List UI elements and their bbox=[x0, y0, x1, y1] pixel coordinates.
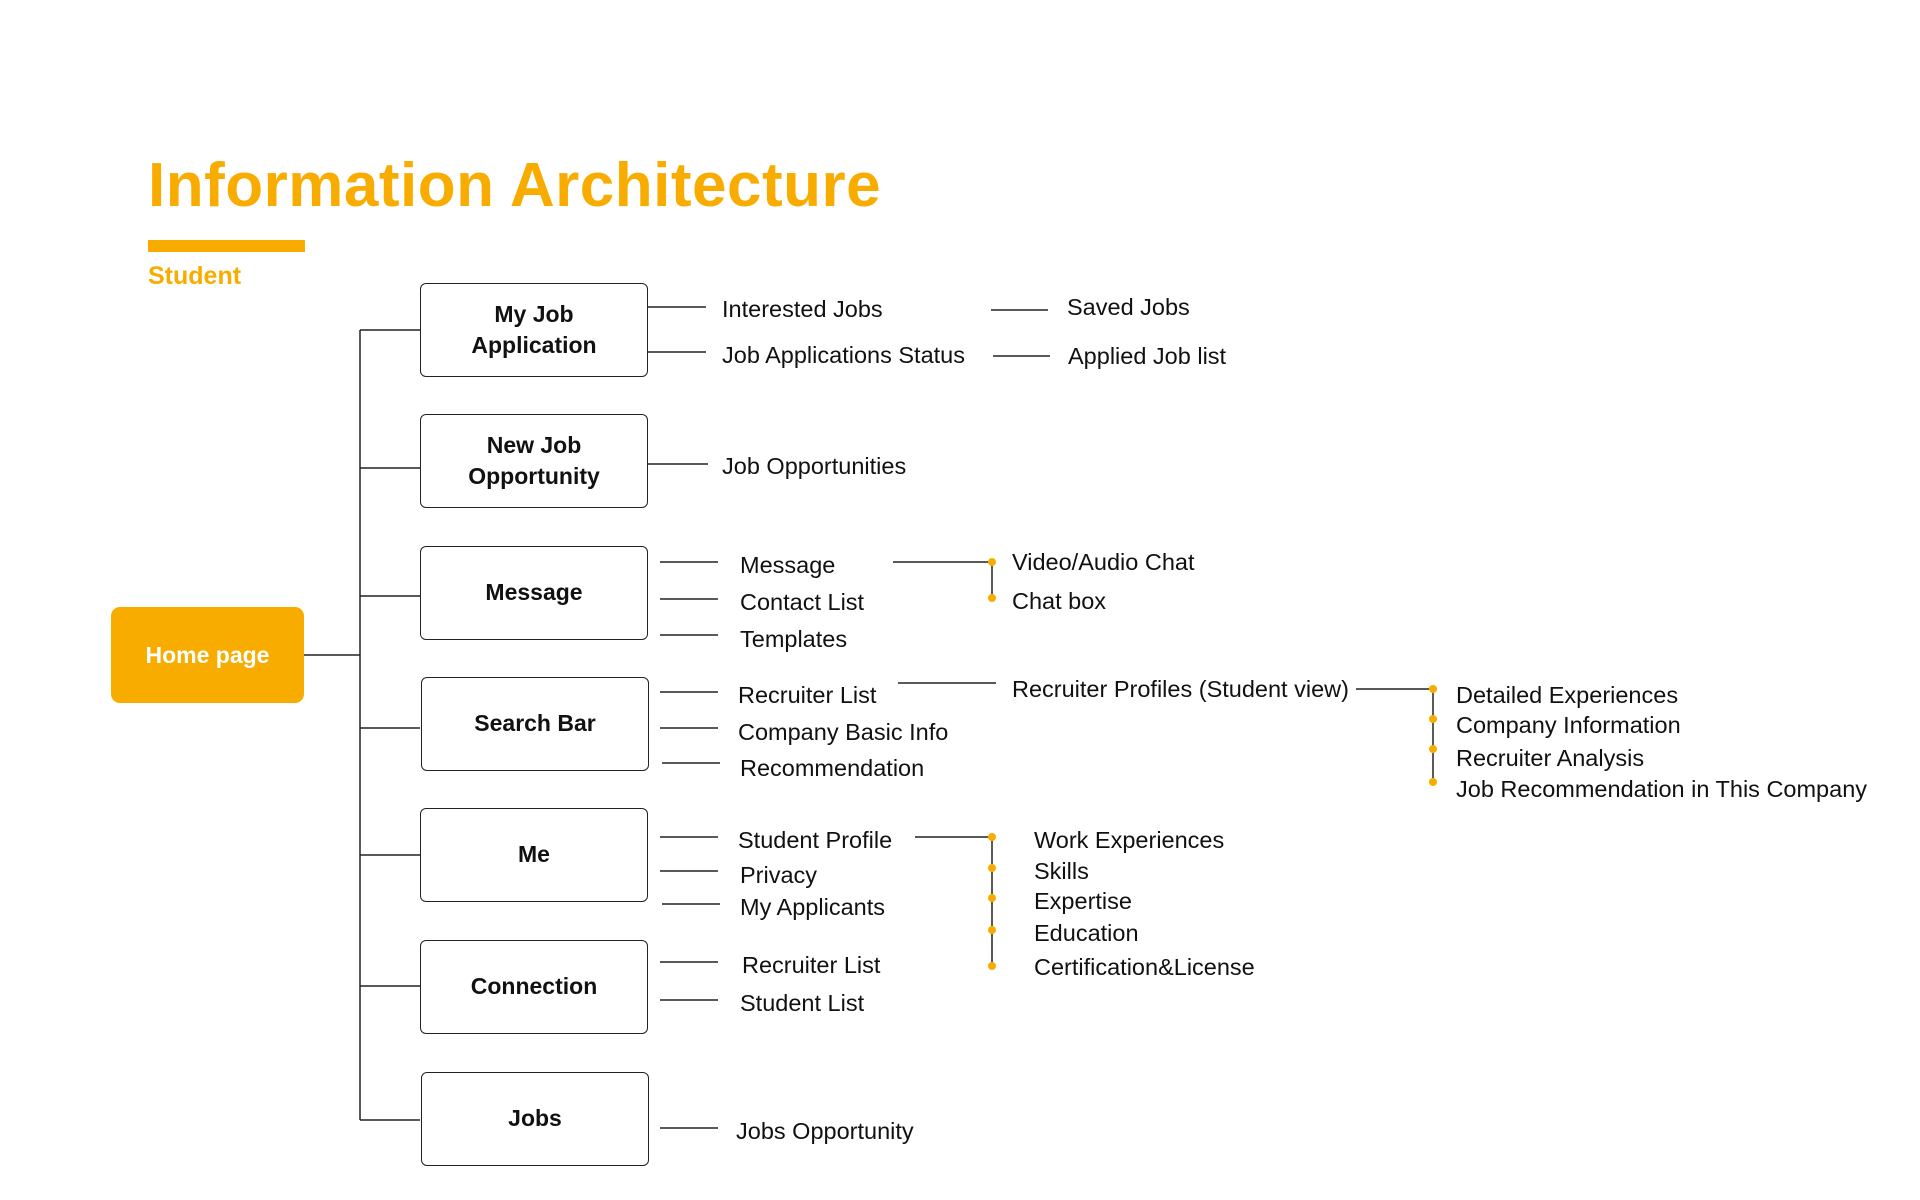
new-job-opportunity-label-line2: Opportunity bbox=[468, 463, 600, 489]
applied-job-list-label: Applied Job list bbox=[1068, 343, 1227, 369]
my-job-application-node: My Job Application bbox=[420, 283, 648, 377]
jobs-opportunity-label: Jobs Opportunity bbox=[736, 1118, 914, 1144]
search-bar-node-label: Search Bar bbox=[474, 710, 596, 737]
me-node-label: Me bbox=[518, 841, 550, 868]
certification-license-label: Certification&License bbox=[1034, 954, 1255, 980]
message-item-label: Message bbox=[740, 552, 836, 578]
skills-label: Skills bbox=[1034, 858, 1089, 884]
home-page-node: Home page bbox=[111, 607, 304, 703]
jobs-node-label: Jobs bbox=[508, 1105, 562, 1132]
recommendation-label: Recommendation bbox=[740, 755, 925, 781]
job-applications-status-label: Job Applications Status bbox=[722, 342, 965, 368]
jobs-node: Jobs bbox=[421, 1072, 649, 1166]
detailed-experiences-label: Detailed Experiences bbox=[1456, 682, 1679, 708]
company-information-label: Company Information bbox=[1456, 712, 1681, 738]
message-node: Message bbox=[420, 546, 648, 640]
connection-node-label: Connection bbox=[470, 973, 598, 1000]
job-recommendation-label: Job Recommendation in This Company bbox=[1456, 776, 1868, 802]
expertise-label: Expertise bbox=[1034, 888, 1132, 914]
work-experiences-label: Work Experiences bbox=[1034, 827, 1225, 853]
new-job-opportunity-label-line1: New Job bbox=[486, 431, 582, 458]
my-applicants-label: My Applicants bbox=[740, 894, 885, 920]
home-page-label: Home page bbox=[145, 641, 270, 668]
recruiter-profiles-label: Recruiter Profiles (Student view) bbox=[1012, 676, 1349, 702]
student-list-label: Student List bbox=[740, 990, 865, 1016]
chat-box-label: Chat box bbox=[1012, 588, 1107, 614]
title-underline bbox=[148, 240, 305, 252]
message-node-label: Message bbox=[485, 579, 583, 606]
privacy-label: Privacy bbox=[740, 862, 818, 888]
recruiter-analysis-label: Recruiter Analysis bbox=[1456, 745, 1645, 771]
interested-jobs-label: Interested Jobs bbox=[722, 296, 883, 322]
job-opportunities-label: Job Opportunities bbox=[722, 453, 907, 479]
new-job-opportunity-node: New Job Opportunity bbox=[420, 414, 648, 508]
education-label: Education bbox=[1034, 920, 1139, 946]
saved-jobs-label: Saved Jobs bbox=[1067, 294, 1190, 320]
connection-recruiter-list-label: Recruiter List bbox=[742, 952, 881, 978]
contact-list-label: Contact List bbox=[740, 589, 865, 615]
my-job-application-label-line1: My Job bbox=[494, 300, 574, 327]
student-profile-label: Student Profile bbox=[738, 827, 893, 853]
templates-label: Templates bbox=[740, 626, 848, 652]
search-recruiter-list-label: Recruiter List bbox=[738, 682, 877, 708]
video-audio-chat-label: Video/Audio Chat bbox=[1012, 549, 1195, 575]
company-basic-info-label: Company Basic Info bbox=[738, 719, 949, 745]
connection-node: Connection bbox=[420, 940, 648, 1034]
search-bar-node: Search Bar bbox=[421, 677, 649, 771]
page-title: Information Architecture bbox=[148, 151, 882, 220]
page-subtitle: Student bbox=[148, 262, 242, 290]
my-job-application-label-line2: Application bbox=[471, 332, 597, 358]
me-node: Me bbox=[420, 808, 648, 902]
